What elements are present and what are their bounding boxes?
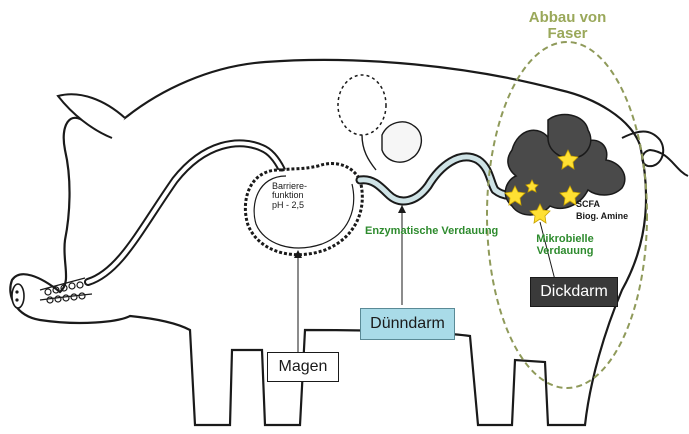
fiber-title-line1: Abbau von [520, 10, 615, 26]
microbial-line2: Verdauung [520, 246, 610, 258]
barrier-line3: pH - 2,5 [272, 201, 307, 210]
pig-snout [12, 284, 24, 308]
small-intestine-box: Dünndarm [360, 308, 455, 340]
large-intestine-box: Dickdarm [530, 277, 618, 307]
barrier-label: Barriere- funktion pH - 2,5 [272, 182, 307, 210]
large-intestine-label: Dickdarm [540, 283, 608, 301]
nostril-icon [15, 298, 18, 301]
amines-text: Biog. Amine [576, 212, 628, 221]
small-intestine-label: Dünndarm [370, 315, 445, 333]
fiber-title: Abbau von Faser [520, 10, 615, 42]
stomach-box: Magen [267, 352, 339, 382]
enzymatic-label: Enzymatische Verdauung [365, 226, 498, 238]
microbial-line1: Mikrobielle [520, 234, 610, 246]
scfa-label: SCFA Biog. Amine [576, 200, 628, 222]
nostril-icon [15, 290, 18, 293]
scfa-text: SCFA [576, 200, 628, 209]
fiber-title-line2: Faser [520, 26, 615, 42]
stomach-label: Magen [279, 358, 328, 376]
pancreas [382, 122, 421, 162]
microbial-label: Mikrobielle Verdauung [520, 234, 610, 257]
